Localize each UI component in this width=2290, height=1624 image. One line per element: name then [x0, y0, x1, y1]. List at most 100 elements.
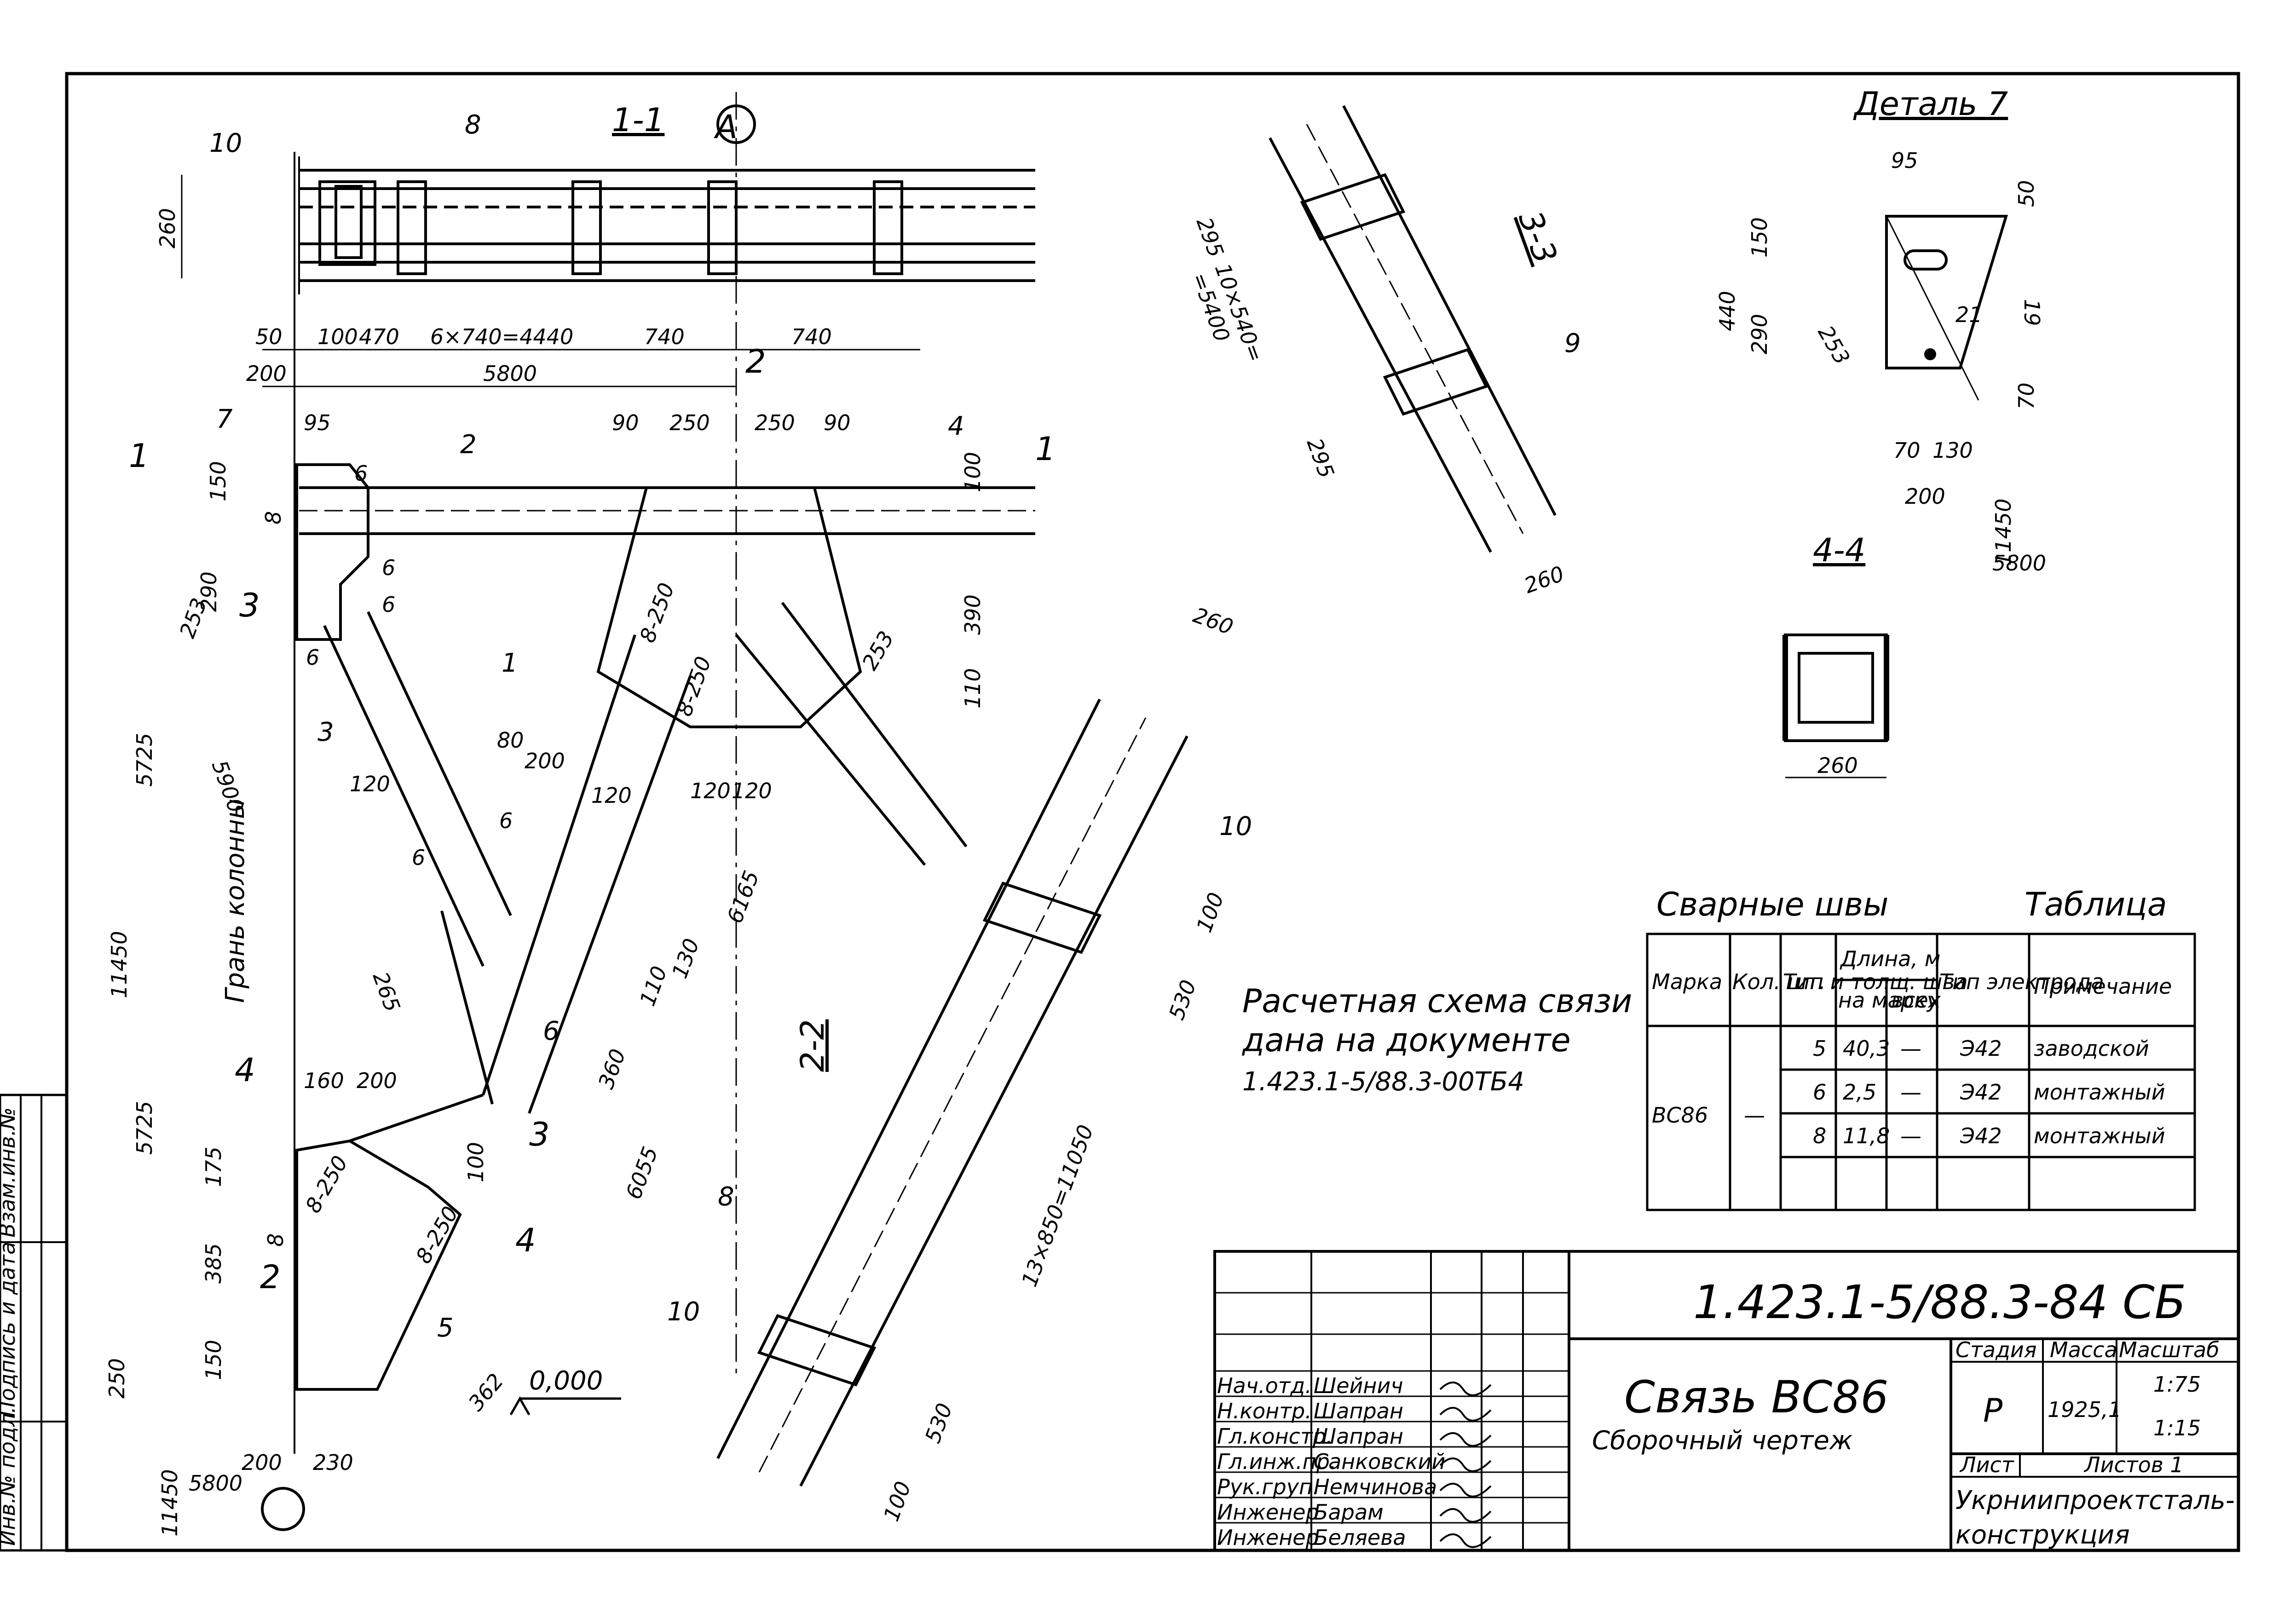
sheet-frame: [0, 72, 2240, 1552]
weld-qty: —: [1744, 1103, 1765, 1128]
weld-r1-total: —: [1900, 1036, 1921, 1061]
weld-th-electrode: Тип электрода: [1939, 969, 2104, 994]
staff-role-7: Инженер: [1217, 1525, 1319, 1550]
weld-6-d: 6: [306, 645, 319, 670]
dim-120b: 120: [732, 778, 772, 803]
title-mass-header: Масса: [2050, 1337, 2117, 1362]
section-4-marker: 4: [235, 1051, 255, 1089]
weld-table-caption: Таблица: [2025, 886, 2167, 923]
dim-80: 80: [497, 728, 524, 753]
weld-6-b: 6: [382, 555, 395, 580]
dim-100b: 100: [463, 1142, 488, 1182]
title-stage-header: Стадия: [1955, 1337, 2036, 1362]
weld-th-type: Тип и толщ. шва: [1783, 969, 1968, 994]
weld-6-c: 6: [382, 592, 395, 617]
section-1-left: 1: [129, 437, 150, 475]
part-mark-7: 7: [216, 404, 233, 434]
staff-signatures: [1439, 1382, 1492, 1548]
staff-role-3: Гл.констр.: [1217, 1424, 1333, 1449]
dim-det-70a: 70: [2014, 382, 2039, 409]
dim-290: 290: [196, 571, 221, 612]
weld-r3-note: монтажный: [2034, 1123, 2165, 1148]
dim-90b: 90: [824, 410, 851, 435]
dim-1-1-100: 100: [317, 324, 358, 349]
dim-1-1-470: 470: [359, 324, 399, 349]
dim-det-11450: 11450: [1991, 499, 2016, 566]
weld-r3-electrode: Э42: [1960, 1123, 2002, 1148]
dim-det-21: 21: [1955, 302, 1983, 327]
note-line-3: 1.423.1-5/88.3-00ТБ4: [1242, 1067, 1524, 1097]
stamp-replaced-inv: Взам.инв.№: [0, 1107, 20, 1238]
weld-r2-electrode: Э42: [1960, 1080, 2002, 1105]
title-sheet-label: Лист: [1959, 1452, 2014, 1477]
dim-det-290: 290: [1747, 314, 1772, 354]
dim-1-1-5800: 5800: [483, 361, 537, 386]
title-subtitle: Сборочный чертеж: [1592, 1426, 1852, 1456]
dim-det-70b: 70: [1893, 438, 1921, 463]
part-mark-10: 10: [209, 128, 242, 158]
dim-200b: 200: [357, 1068, 397, 1093]
staff-role-4: Гл.инж.пр.: [1217, 1449, 1337, 1474]
title-sheets-label: Листов 1: [2083, 1452, 2184, 1477]
axis-marker: [716, 104, 756, 144]
weld-th-mark: Марка: [1652, 969, 1722, 994]
title-org-2: конструкция: [1955, 1520, 2130, 1550]
dim-5725a: 5725: [132, 733, 157, 787]
stamp-inv-no: Инв.№ подл.: [0, 1406, 20, 1546]
section-1-1-title: 1-1: [612, 101, 664, 139]
detail-7-view: [1885, 215, 2008, 401]
level-label: 0,000: [529, 1366, 603, 1396]
part-mark-8: 8: [465, 110, 481, 140]
stamp-signature-date: Подпись и дата: [0, 1242, 20, 1417]
weld-row-1: 5 40,3 — Э42 заводской: [1813, 1036, 2149, 1061]
staff-role-5: Рук.груп.: [1217, 1474, 1320, 1499]
dim-det-19: 19: [2019, 299, 2044, 326]
section-1-right: 1: [1035, 430, 1056, 468]
detail-7-title: Деталь 7: [1853, 85, 2008, 123]
weld-r1-type: 5: [1813, 1036, 1826, 1061]
dim-det-440: 440: [1715, 291, 1740, 331]
weld-r2-per-mark: 2,5: [1843, 1080, 1876, 1105]
part-mark-4: 4: [948, 411, 964, 441]
dim-200c: 200: [242, 1450, 282, 1475]
staff-role-6: Инженер: [1217, 1500, 1319, 1525]
weld-8-a: 8: [261, 511, 286, 524]
section-2-marker: 2: [745, 343, 766, 380]
weld-mark: ВС86: [1652, 1103, 1708, 1128]
dim-385: 385: [201, 1243, 226, 1284]
weld-th-total: всех: [1891, 988, 1941, 1013]
weld-r1-electrode: Э42: [1960, 1036, 2002, 1061]
title-block-grid: [1213, 1250, 2240, 1552]
dim-120n: 120: [350, 772, 390, 796]
weld-r2-total: —: [1900, 1080, 1921, 1105]
dim-120a: 120: [690, 778, 731, 803]
part-mark-10c: 10: [667, 1297, 700, 1327]
main-elevation: [261, 152, 1035, 1531]
dim-11450: 11450: [107, 931, 132, 998]
dim-det-200: 200: [1905, 484, 1945, 509]
dim-250: 250: [104, 1358, 129, 1399]
part-mark-1: 1: [502, 648, 518, 678]
part-mark-5: 5: [437, 1313, 454, 1343]
dim-11450b: 11450: [157, 1469, 182, 1537]
staff-name-6: Барам: [1314, 1500, 1384, 1525]
staff-role-2: Н.контр.: [1217, 1399, 1312, 1423]
staff-name-7: Беляева: [1314, 1525, 1406, 1550]
title-name: Связь ВС86: [1624, 1371, 1889, 1423]
dim-det-5800: 5800: [1992, 551, 2046, 576]
dim-1-1-6x740: 6×740=4440: [430, 324, 573, 349]
dim-5800b: 5800: [189, 1471, 242, 1496]
weld-th-note: Примечание: [2034, 974, 2172, 999]
section-3-marker: 3: [239, 587, 260, 624]
weld-r3-per-mark: 11,8: [1843, 1123, 1890, 1148]
dim-1-1-200: 200: [246, 361, 287, 386]
dim-det-50: 50: [2014, 180, 2039, 207]
title-scale-header: Масштаб: [2119, 1337, 2220, 1362]
weld-table-grid: [1646, 933, 2196, 1211]
dim-150b: 150: [201, 1340, 226, 1380]
title-scale-1: 1:75: [2153, 1372, 2201, 1397]
dim-5725b: 5725: [132, 1101, 157, 1155]
dim-230: 230: [313, 1450, 353, 1475]
note-line-1: Расчетная схема связи: [1242, 982, 1632, 1020]
